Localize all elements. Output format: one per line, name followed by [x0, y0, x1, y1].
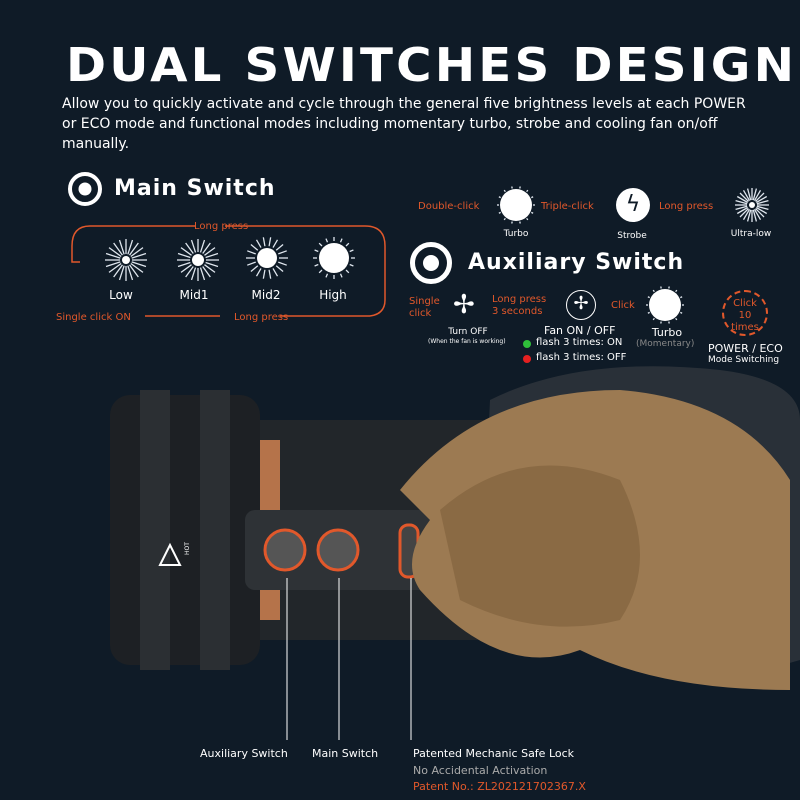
main-switch-title: Main Switch [114, 176, 276, 201]
fan-on-icon: ✢ [566, 290, 596, 320]
double-click-label: Double-click [418, 201, 480, 212]
main-switch-callout: Main Switch [312, 747, 379, 760]
red-dot-icon [523, 355, 531, 363]
brightness-low-icon [105, 239, 147, 281]
brightness-mid2-icon [246, 237, 288, 279]
strobe-icon: ϟ [616, 188, 650, 222]
patent-label: Patent No.: ZL202121702367.X [413, 780, 586, 793]
single-click-on-label: Single click ON [56, 312, 131, 323]
fan-off-icon: ✢ [453, 290, 475, 320]
triple-click-label: Triple-click [541, 201, 594, 212]
long-press-bottom-label: Long press [234, 312, 289, 323]
safe-lock-callout: Patented Mechanic Safe Lock [413, 747, 575, 760]
long-press-label: Long press [659, 201, 714, 212]
flash-off-label: flash 3 times: OFF [536, 352, 627, 363]
aux-switch-callout: Auxiliary Switch [200, 747, 288, 760]
mode-switching-label: Mode Switching [708, 355, 780, 365]
aux-switch-title: Auxiliary Switch [468, 250, 685, 275]
flash-on-label: flash 3 times: ON [536, 337, 623, 348]
hot-label: HOT [183, 542, 191, 555]
flashlight-illustration [110, 366, 800, 690]
level-low-label: Low [109, 288, 133, 302]
turbo-icon [497, 186, 535, 224]
aux-turbo-label: Turbo [651, 326, 683, 339]
green-dot-icon [523, 340, 531, 348]
description: Allow you to quickly activate and cycle … [62, 96, 746, 152]
ultra-low-icon [735, 188, 769, 222]
page-title: DUAL SWITCHES DESIGN [66, 38, 798, 92]
long-press-top-label: Long press [194, 221, 249, 232]
fan-label: Fan ON / OFF [544, 324, 616, 337]
brightness-mid1-icon [177, 239, 219, 281]
level-mid2-label: Mid2 [251, 288, 281, 302]
turn-off-label: Turn OFF [448, 327, 488, 337]
click-label: Click [611, 300, 635, 311]
click-10-label: Click 10 times [731, 298, 759, 333]
turbo-label: Turbo [503, 229, 529, 239]
aux-turbo-icon [646, 286, 684, 324]
cycle-arrows-icon [722, 290, 768, 336]
momentary-label: (Momentary) [636, 339, 695, 349]
callout-lines [286, 578, 412, 740]
power-eco-label: POWER / ECO [708, 342, 783, 355]
turn-off-note: (When the fan is working) [428, 338, 506, 345]
main-switch-icon [68, 172, 102, 206]
level-high-label: High [319, 288, 347, 302]
brightness-high-icon [313, 237, 355, 279]
strobe-label: Strobe [617, 231, 647, 241]
long-press-3s-label: Long press 3 seconds [492, 294, 547, 317]
level-mid1-label: Mid1 [179, 288, 209, 302]
single-click-label: Single click [409, 296, 440, 319]
main-switch-flow-lines [71, 225, 386, 317]
no-accidental-label: No Accidental Activation [413, 764, 548, 777]
ultra-low-label: Ultra-low [730, 229, 772, 239]
aux-switch-icon [410, 242, 452, 284]
